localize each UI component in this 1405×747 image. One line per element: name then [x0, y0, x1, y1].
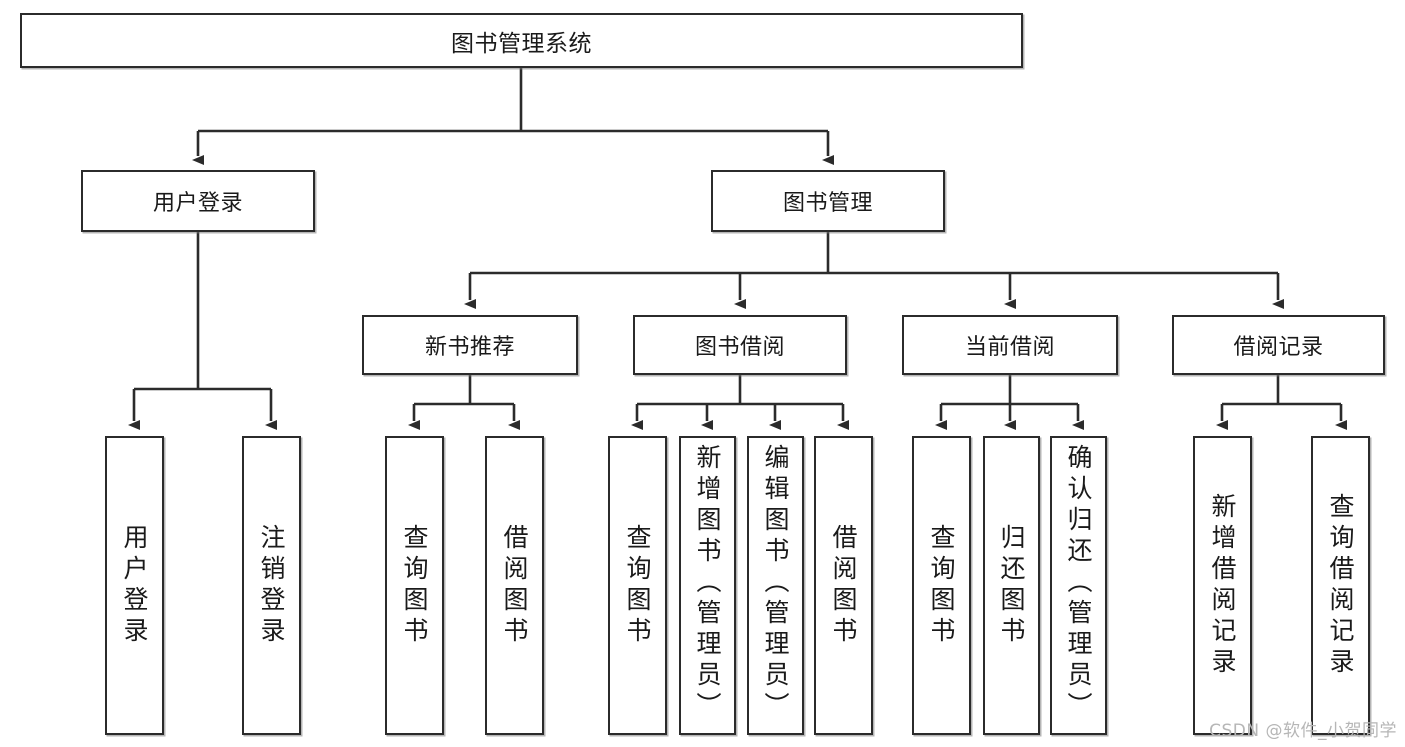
- leaf-current-borrow-confirm[interactable]: 确认归还（管理员）: [1050, 436, 1107, 735]
- leaf-label: 新增借阅记录: [1208, 492, 1237, 679]
- node-current-borrow[interactable]: 当前借阅: [902, 315, 1118, 375]
- leaf-user-login-login[interactable]: 用户登录: [105, 436, 164, 735]
- leaf-label: 归还图书: [997, 523, 1026, 648]
- node-book-borrow[interactable]: 图书借阅: [633, 315, 847, 375]
- leaf-label: 查询图书: [623, 523, 652, 648]
- node-root[interactable]: 图书管理系统: [20, 13, 1023, 68]
- node-root-label: 图书管理系统: [451, 30, 592, 57]
- leaf-label: 用户登录: [120, 523, 149, 648]
- node-user-login[interactable]: 用户登录: [81, 170, 315, 232]
- node-book-management[interactable]: 图书管理: [711, 170, 945, 232]
- node-book-borrow-label: 图书借阅: [694, 335, 785, 360]
- leaf-borrow-record-query[interactable]: 查询借阅记录: [1311, 436, 1370, 735]
- node-new-book-recommend-label: 新书推荐: [424, 335, 515, 360]
- leaf-label: 注销登录: [257, 523, 286, 648]
- node-borrow-record[interactable]: 借阅记录: [1172, 315, 1385, 375]
- leaf-label: 新增图书（管理员）: [693, 444, 722, 723]
- node-new-book-recommend[interactable]: 新书推荐: [362, 315, 578, 375]
- leaf-label: 借阅图书: [829, 523, 858, 648]
- leaf-borrow-record-add[interactable]: 新增借阅记录: [1193, 436, 1252, 735]
- leaf-book-borrow-add[interactable]: 新增图书（管理员）: [679, 436, 736, 735]
- leaf-book-borrow-borrow[interactable]: 借阅图书: [814, 436, 873, 735]
- node-current-borrow-label: 当前借阅: [964, 335, 1055, 360]
- leaf-new-book-query[interactable]: 查询图书: [385, 436, 444, 735]
- leaf-user-login-logout[interactable]: 注销登录: [242, 436, 301, 735]
- leaf-current-borrow-query[interactable]: 查询图书: [912, 436, 971, 735]
- node-user-login-label: 用户登录: [152, 191, 243, 216]
- node-book-management-label: 图书管理: [782, 191, 873, 216]
- leaf-label: 查询图书: [927, 523, 956, 648]
- leaf-label: 查询图书: [400, 523, 429, 648]
- leaf-label: 编辑图书（管理员）: [761, 444, 790, 723]
- node-borrow-record-label: 借阅记录: [1233, 335, 1324, 360]
- leaf-book-borrow-edit[interactable]: 编辑图书（管理员）: [747, 436, 804, 735]
- leaf-label: 查询借阅记录: [1326, 492, 1355, 679]
- leaf-label: 借阅图书: [500, 523, 529, 648]
- leaf-new-book-borrow[interactable]: 借阅图书: [485, 436, 544, 735]
- leaf-current-borrow-return[interactable]: 归还图书: [983, 436, 1040, 735]
- leaf-label: 确认归还（管理员）: [1064, 444, 1093, 723]
- leaf-book-borrow-query[interactable]: 查询图书: [608, 436, 667, 735]
- watermark: CSDN @软件_小贺同学: [1209, 721, 1397, 741]
